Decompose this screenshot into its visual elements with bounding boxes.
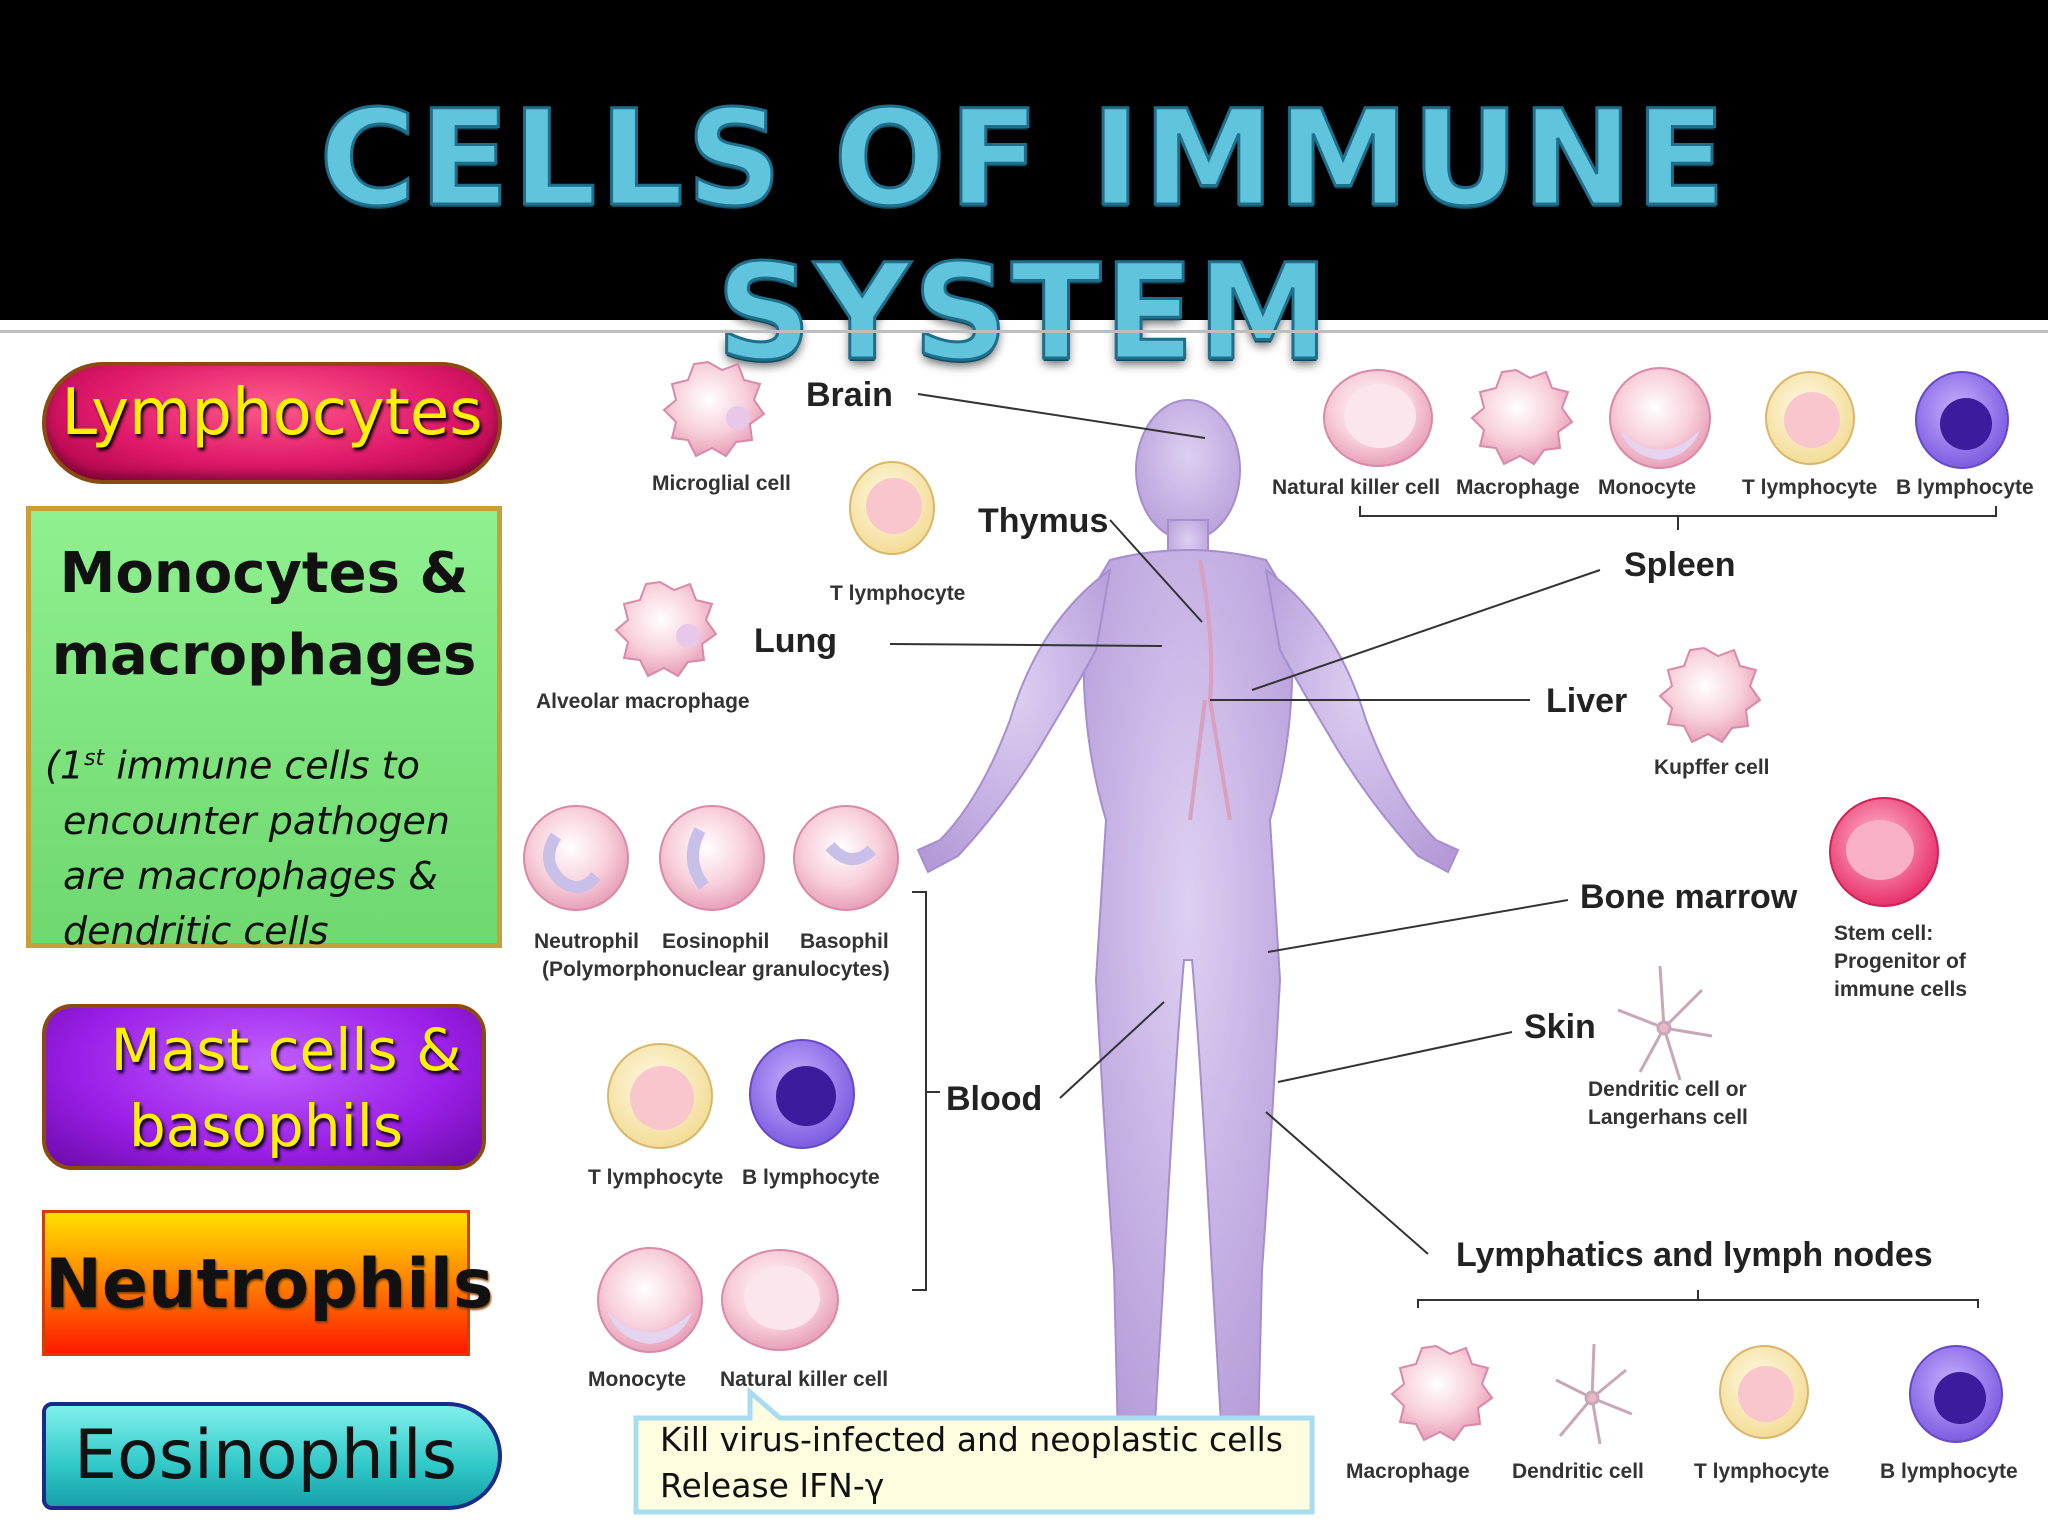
eosinophil-graphic [659,805,765,911]
organ-liver: Liver [1546,682,1628,720]
label-dendritic-line1: Dendritic cell or [1588,1078,1747,1101]
label-spleen-macrophage: Macrophage [1456,476,1580,499]
label-spleen-t: T lymphocyte [1742,476,1878,499]
organ-spleen: Spleen [1624,546,1736,584]
label-t-lymph-thymus: T lymphocyte [830,582,966,605]
label-lymph-b: B lymphocyte [1880,1460,2018,1483]
callout-shape [633,1388,1315,1515]
lymphocytes-label: Lymphocytes [61,376,483,450]
stem-cell-graphic [1829,797,1939,907]
mast-cells-line1: Mast cells & [110,1016,462,1084]
monocytes-title-line1: Monocytes & [59,541,469,606]
lymph-macrophage-graphic [1390,1344,1494,1442]
mast-cells-pill: Mast cells & basophils [42,1004,486,1170]
header-bar [0,0,2048,320]
blood-monocyte-graphic [597,1247,703,1353]
leader-lines [889,393,1997,1308]
label-spleen-monocyte: Monocyte [1598,476,1697,499]
label-stem-line2: Progenitor of [1834,950,1966,973]
divider [0,330,2048,333]
monocytes-note: (1st immune cells to encounter pathogen … [45,731,495,959]
label-microglial: Microglial cell [652,472,791,495]
monocytes-note-line2: encounter pathogen [63,798,450,843]
label-eosinophil: Eosinophil [662,930,770,953]
label-blood-nk: Natural killer cell [720,1368,889,1391]
lymph-b-graphic [1909,1345,2003,1443]
lymphocytes-pill: Lymphocytes [42,362,502,484]
mast-cells-line2: basophils [128,1092,404,1160]
lymph-dendritic-graphic [1555,1343,1633,1445]
monocytes-note-line3: are macrophages & [63,853,438,898]
kupffer-graphic [1658,646,1762,744]
organ-bone-marrow: Bone marrow [1580,878,1798,916]
label-spleen-nk: Natural killer cell [1272,476,1441,499]
monocytes-note-prefix: (1 [45,743,85,788]
label-blood-t: T lymphocyte [588,1166,724,1189]
monocytes-box: Monocytes & macrophages (1st immune cell… [26,506,502,953]
monocytes-note-line4: dendritic cells [63,908,329,953]
label-stem-line1: Stem cell: [1834,922,1934,945]
eosinophils-pill: Eosinophils [42,1402,502,1510]
neutrophils-pill: Neutrophils [42,1210,494,1356]
microglial-cell-graphic [662,360,766,458]
callout-line2: Release IFN-γ [660,1466,885,1505]
monocytes-note-sup: st [84,746,105,771]
label-blood-b: B lymphocyte [742,1166,880,1189]
callout-line1: Kill virus-infected and neoplastic cells [660,1420,1283,1459]
organ-lymphatics: Lymphatics and lymph nodes [1456,1236,1933,1274]
label-spleen-b: B lymphocyte [1896,476,2034,499]
neutrophil-graphic [523,805,629,911]
monocytes-title-line2: macrophages [51,623,477,688]
label-blood-monocyte: Monocyte [588,1368,687,1391]
spleen-nk-graphic [1323,369,1433,467]
dendritic-skin-graphic [1617,965,1713,1081]
label-lymph-t: T lymphocyte [1694,1460,1830,1483]
organ-skin: Skin [1524,1008,1596,1046]
monocytes-note-line1: immune cells to [104,743,420,788]
alveolar-macrophage-graphic [614,580,718,678]
spleen-b-graphic [1915,371,2009,469]
label-basophil: Basophil [800,930,889,953]
label-dendritic-line2: Langerhans cell [1588,1106,1748,1129]
eosinophils-label: Eosinophils [74,1416,458,1495]
vessels [1188,559,1232,821]
label-lymph-dendritic: Dendritic cell [1512,1460,1644,1483]
organ-thymus: Thymus [978,502,1109,540]
organ-blood: Blood [946,1080,1043,1118]
t-lymphocyte-thymus-graphic [849,461,935,555]
label-alveolar: Alveolar macrophage [536,690,750,713]
label-neutrophil: Neutrophil [534,930,639,953]
human-body [916,399,1460,1441]
blood-nk-graphic [721,1249,839,1351]
neutrophils-label: Neutrophils [45,1245,494,1324]
spleen-monocyte-graphic [1609,367,1711,469]
spleen-t-graphic [1765,371,1855,465]
basophil-graphic [793,805,899,911]
label-polymorph: (Polymorphonuclear granulocytes) [542,958,890,981]
blood-t-graphic [607,1043,713,1149]
label-stem-line3: immune cells [1834,978,1968,1001]
spleen-macrophage-graphic [1470,368,1574,466]
page-title: CELLS OF IMMUNE SYSTEM [318,81,1729,392]
label-kupffer: Kupffer cell [1654,756,1770,779]
organ-brain: Brain [806,376,893,414]
organ-lung: Lung [754,622,838,660]
lymph-t-graphic [1719,1345,1809,1439]
blood-b-graphic [749,1039,855,1149]
label-lymph-macrophage: Macrophage [1346,1460,1470,1483]
